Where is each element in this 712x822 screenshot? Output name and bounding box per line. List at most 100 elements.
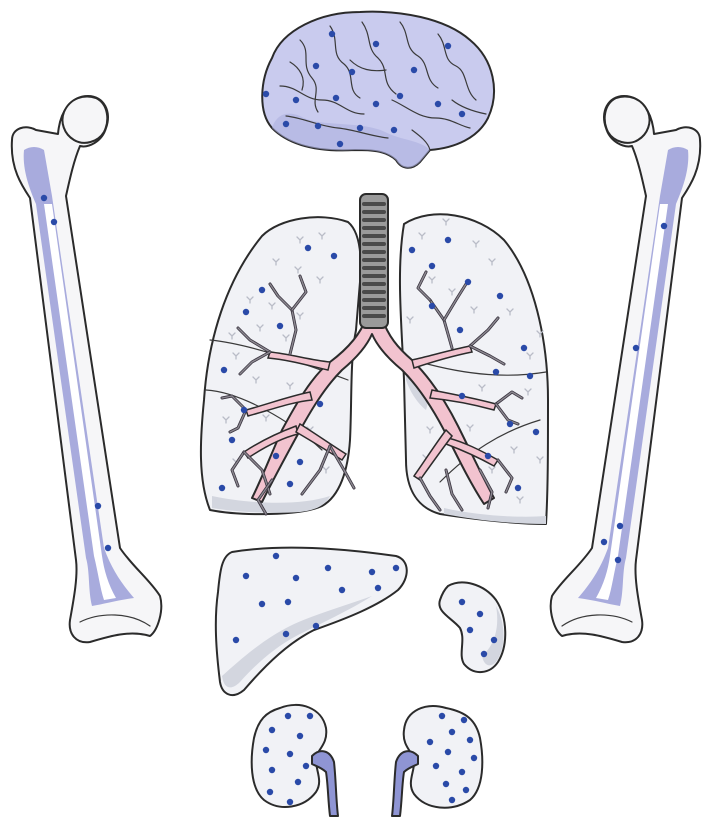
metastasis-dot-icon bbox=[411, 67, 417, 73]
metastasis-dot-icon bbox=[485, 453, 491, 459]
trachea-ring bbox=[362, 314, 386, 318]
metastasis-dot-icon bbox=[375, 585, 381, 591]
trachea-rings bbox=[362, 202, 386, 318]
metastasis-dot-icon bbox=[287, 481, 293, 487]
metastasis-dot-icon bbox=[661, 223, 667, 229]
liver-icon bbox=[216, 548, 407, 695]
kidney-icon bbox=[392, 706, 482, 816]
metastasis-dot-icon bbox=[369, 569, 375, 575]
metastasis-dot-icon bbox=[391, 127, 397, 133]
metastasis-dot-icon bbox=[41, 195, 47, 201]
metastasis-dot-icon bbox=[633, 345, 639, 351]
metastasis-dot-icon bbox=[373, 101, 379, 107]
metastasis-dot-icon bbox=[617, 523, 623, 529]
metastasis-dot-icon bbox=[427, 739, 433, 745]
metastasis-dot-icon bbox=[325, 565, 331, 571]
lungs-icon bbox=[201, 194, 548, 524]
metastasis-dot-icon bbox=[357, 125, 363, 131]
metastasis-dot-icon bbox=[459, 393, 465, 399]
metastasis-dot-icon bbox=[287, 799, 293, 805]
trachea-ring bbox=[362, 210, 386, 214]
metastasis-dot-icon bbox=[443, 781, 449, 787]
metastasis-dot-icon bbox=[457, 327, 463, 333]
metastasis-dot-icon bbox=[445, 237, 451, 243]
metastasis-dot-icon bbox=[259, 601, 265, 607]
metastasis-dot-icon bbox=[285, 713, 291, 719]
metastasis-dot-icon bbox=[533, 429, 539, 435]
metastasis-dot-icon bbox=[507, 421, 513, 427]
metastasis-dot-icon bbox=[615, 557, 621, 563]
metastasis-dot-icon bbox=[51, 219, 57, 225]
metastasis-dot-icon bbox=[219, 485, 225, 491]
metastasis-dot-icon bbox=[435, 101, 441, 107]
metastasis-dot-icon bbox=[373, 41, 379, 47]
metastasis-dot-icon bbox=[313, 63, 319, 69]
metastasis-dot-icon bbox=[277, 323, 283, 329]
trachea-ring bbox=[362, 202, 386, 206]
metastasis-dot-icon bbox=[243, 309, 249, 315]
metastasis-dot-icon bbox=[313, 623, 319, 629]
trachea-ring bbox=[362, 218, 386, 222]
metastasis-dot-icon bbox=[445, 749, 451, 755]
femur-bone-icon bbox=[12, 96, 161, 642]
metastasis-dot-icon bbox=[221, 367, 227, 373]
metastasis-dot-icon bbox=[305, 245, 311, 251]
metastasis-dot-icon bbox=[283, 121, 289, 127]
metastasis-dot-icon bbox=[303, 763, 309, 769]
metastasis-dot-icon bbox=[263, 91, 269, 97]
metastasis-dot-icon bbox=[477, 611, 483, 617]
metastasis-dot-icon bbox=[287, 751, 293, 757]
metastasis-dot-icon bbox=[397, 93, 403, 99]
trachea-ring bbox=[362, 274, 386, 278]
metastasis-dot-icon bbox=[481, 651, 487, 657]
metastasis-dot-icon bbox=[259, 287, 265, 293]
metastasis-dot-icon bbox=[467, 737, 473, 743]
metastasis-dot-icon bbox=[329, 31, 335, 37]
metastasis-dot-icon bbox=[295, 779, 301, 785]
metastasis-dot-icon bbox=[429, 263, 435, 269]
right-femur-head bbox=[605, 97, 650, 143]
trachea-ring bbox=[362, 258, 386, 262]
metastasis-dot-icon bbox=[95, 503, 101, 509]
trachea-ring bbox=[362, 234, 386, 238]
metastasis-dot-icon bbox=[515, 485, 521, 491]
brain-icon bbox=[262, 12, 494, 168]
trachea-ring bbox=[362, 250, 386, 254]
trachea-ring bbox=[362, 290, 386, 294]
trachea-ring bbox=[362, 298, 386, 302]
metastasis-dot-icon bbox=[229, 437, 235, 443]
trachea-ring bbox=[362, 266, 386, 270]
metastasis-dot-icon bbox=[333, 95, 339, 101]
trachea bbox=[360, 194, 388, 328]
metastasis-dot-icon bbox=[459, 111, 465, 117]
metastasis-dot-icon bbox=[349, 69, 355, 75]
metastasis-dot-icon bbox=[497, 293, 503, 299]
metastasis-dot-icon bbox=[285, 599, 291, 605]
spleen-icon bbox=[439, 582, 505, 672]
metastasis-dot-icon bbox=[449, 729, 455, 735]
metastasis-dot-icon bbox=[409, 247, 415, 253]
metastasis-dot-icon bbox=[527, 373, 533, 379]
metastasis-dot-icon bbox=[241, 407, 247, 413]
metastasis-dot-icon bbox=[445, 43, 451, 49]
metastasis-dot-icon bbox=[317, 401, 323, 407]
metastasis-dot-icon bbox=[273, 453, 279, 459]
kidney-icon bbox=[252, 705, 338, 816]
metastasis-dot-icon bbox=[269, 767, 275, 773]
metastasis-dot-icon bbox=[459, 769, 465, 775]
metastasis-dot-icon bbox=[459, 599, 465, 605]
metastasis-dot-icon bbox=[331, 253, 337, 259]
metastasis-dot-icon bbox=[521, 345, 527, 351]
metastasis-dot-icon bbox=[263, 747, 269, 753]
metastasis-dot-icon bbox=[471, 755, 477, 761]
metastasis-dot-icon bbox=[463, 787, 469, 793]
metastasis-dot-icon bbox=[337, 141, 343, 147]
metastasis-dot-icon bbox=[297, 733, 303, 739]
metastasis-dot-icon bbox=[339, 587, 345, 593]
metastasis-dot-icon bbox=[461, 717, 467, 723]
metastasis-dot-icon bbox=[315, 123, 321, 129]
metastasis-dot-icon bbox=[273, 553, 279, 559]
metastasis-dot-icon bbox=[297, 459, 303, 465]
metastasis-dot-icon bbox=[233, 637, 239, 643]
